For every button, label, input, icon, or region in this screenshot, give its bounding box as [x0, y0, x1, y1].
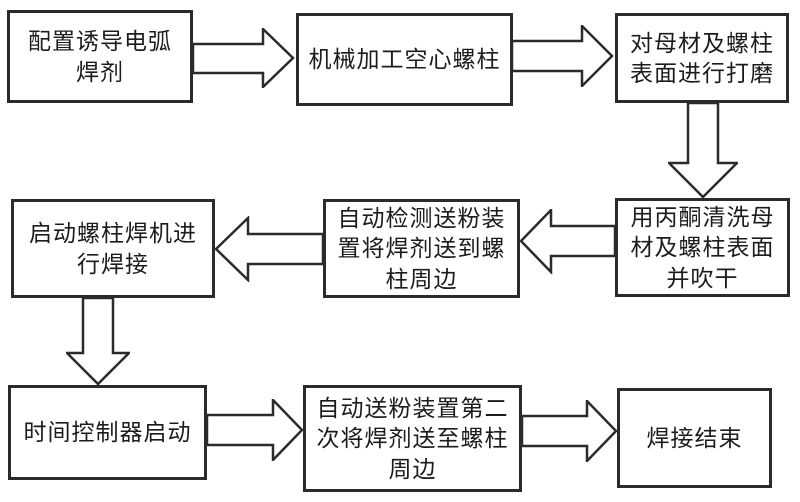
arrow-step4-to-step5	[520, 209, 615, 274]
flow-node-step3: 对母材及螺柱 表面进行打磨	[615, 13, 789, 103]
flow-node-step2-label: 机械加工空心螺柱	[308, 46, 501, 73]
flow-node-step4-label: 用丙酮清洗母 材及螺柱表面 并吹干	[630, 203, 775, 291]
flow-node-step5: 自动检测送粉装 置将焊剂送到螺 柱周边	[323, 199, 520, 298]
flow-node-step3-label: 对母材及螺柱 表面进行打磨	[630, 29, 774, 86]
arrow-step5-to-step6	[215, 216, 323, 282]
flow-node-step8: 自动送粉装置第二 次将焊剂送至螺柱 周边	[303, 385, 522, 492]
arrow-step2-to-step3	[512, 25, 614, 87]
flow-node-step7-label: 时间控制器启动	[23, 419, 192, 446]
flow-node-step9: 焊接结束	[617, 388, 772, 488]
flow-node-step6: 启动螺柱焊机进 行焊接	[11, 199, 215, 298]
flow-node-step2: 机械加工空心螺柱	[296, 13, 513, 106]
flow-node-step9-label: 焊接结束	[646, 424, 743, 451]
flow-node-step7: 时间控制器启动	[8, 385, 207, 480]
arrow-step1-to-step2	[193, 28, 295, 88]
arrow-step7-to-step8	[207, 399, 303, 461]
flow-node-step1-label: 配置诱导电弧 焊剂	[28, 28, 172, 85]
arrow-step8-to-step9	[522, 400, 617, 462]
flow-node-step6-label: 启动螺柱焊机进 行焊接	[29, 220, 197, 277]
flow-node-step4: 用丙酮清洗母 材及螺柱表面 并吹干	[615, 198, 790, 297]
arrow-step6-to-step7	[66, 298, 130, 385]
arrow-step3-to-step4	[668, 103, 738, 198]
flow-node-step5-label: 自动检测送粉装 置将焊剂送到螺 柱周边	[337, 204, 506, 292]
flow-node-step1: 配置诱导电弧 焊剂	[7, 10, 193, 103]
flow-node-step8-label: 自动送粉装置第二 次将焊剂送至螺柱 周边	[316, 394, 509, 482]
